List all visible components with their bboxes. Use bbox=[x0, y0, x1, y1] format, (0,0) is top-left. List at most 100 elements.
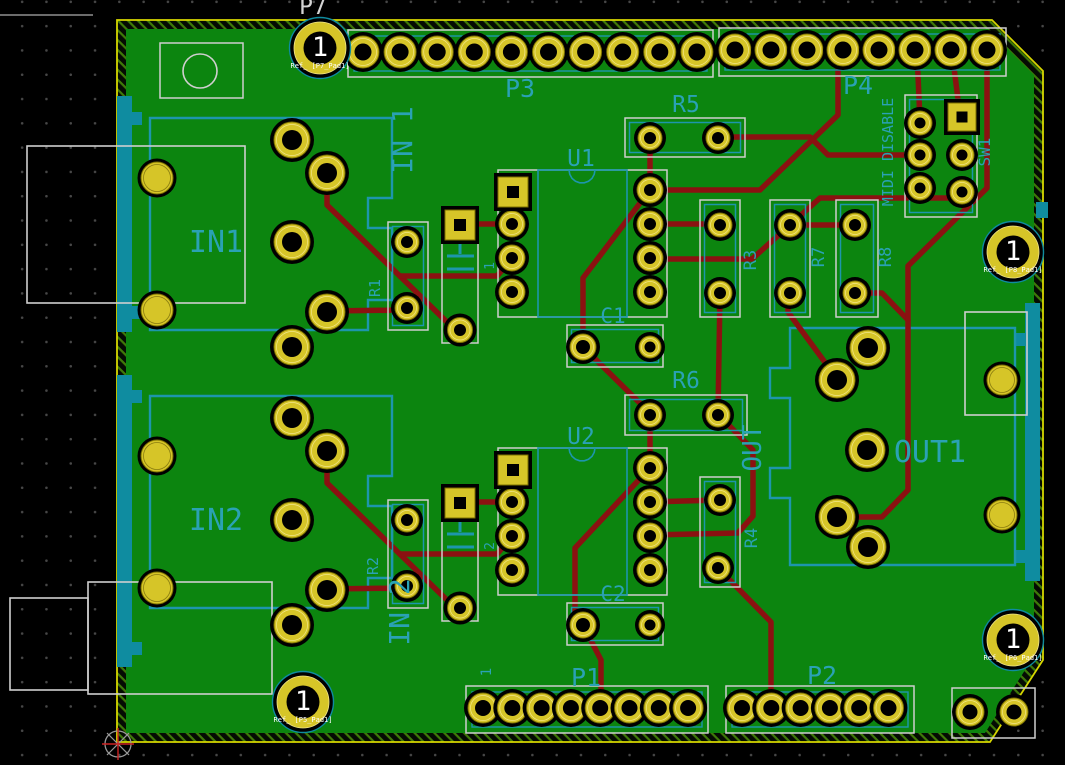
label-p3[interactable]: P3 bbox=[505, 74, 535, 103]
pad-u1-pad-3[interactable] bbox=[495, 241, 529, 275]
label-in2-vertical[interactable]: IN 2 bbox=[383, 578, 416, 645]
pad-out1-pad-3[interactable] bbox=[845, 428, 889, 472]
r3-outline[interactable] bbox=[699, 199, 741, 318]
pad-c1-pad-1[interactable] bbox=[566, 330, 600, 364]
pad-d1-pad-1[interactable] bbox=[441, 206, 479, 244]
copper-trace-11[interactable] bbox=[715, 290, 723, 417]
pad-r1-pad-1[interactable] bbox=[391, 226, 423, 258]
silkscreen-bar-10[interactable] bbox=[1036, 202, 1048, 218]
pad-out1-pad-4[interactable] bbox=[815, 495, 859, 539]
pad-in2-mount-pad-2[interactable] bbox=[137, 568, 177, 608]
silkscreen-bar-7[interactable] bbox=[132, 642, 142, 655]
u1-body[interactable] bbox=[537, 169, 628, 318]
pad-in2-pad-4[interactable] bbox=[305, 568, 349, 612]
pad-in1-pad-5[interactable] bbox=[270, 325, 314, 369]
silkscreen-bar-9[interactable] bbox=[1015, 550, 1025, 563]
pad-p4-6[interactable] bbox=[895, 30, 935, 70]
pad-c2-pad-2[interactable] bbox=[635, 610, 665, 640]
label-r3[interactable]: R3 bbox=[741, 250, 761, 270]
pad-in2-pad-1[interactable] bbox=[270, 396, 314, 440]
pad-p3-4[interactable] bbox=[454, 32, 495, 72]
pad-p1-8[interactable] bbox=[669, 689, 708, 727]
label-p1-pin1[interactable]: 1 bbox=[479, 668, 495, 676]
pad-r7-pad-1[interactable] bbox=[774, 209, 806, 241]
r1-outline[interactable] bbox=[387, 221, 429, 331]
pad-r7-pad-2[interactable] bbox=[774, 277, 806, 309]
pad-p1-5[interactable] bbox=[581, 689, 620, 727]
pad-u2-pad-5[interactable] bbox=[633, 553, 667, 587]
pad-u2-pad-3[interactable] bbox=[495, 519, 529, 553]
pad-p4-5[interactable] bbox=[859, 30, 899, 70]
pad-r3-pad-1[interactable] bbox=[704, 209, 736, 241]
label-u2[interactable]: U2 bbox=[567, 424, 595, 450]
pad-p3-6[interactable] bbox=[528, 32, 569, 72]
pad-u1-pad-5[interactable] bbox=[633, 275, 667, 309]
pad-in1-pad-1[interactable] bbox=[270, 118, 314, 162]
label-c2[interactable]: C2 bbox=[600, 582, 625, 606]
pad-sw1-pad-2[interactable] bbox=[904, 139, 936, 171]
pad-corner-pad-2[interactable] bbox=[996, 694, 1032, 730]
pad-p4-8[interactable] bbox=[967, 30, 1007, 70]
label-p7[interactable]: P7 bbox=[299, 0, 327, 20]
pad-u2-pad-2[interactable] bbox=[495, 485, 529, 519]
in2-connector-body-ext[interactable] bbox=[9, 597, 89, 691]
pad-in1-mount-pad-1[interactable] bbox=[137, 158, 177, 198]
pad-sw1-pad-4[interactable] bbox=[944, 99, 980, 135]
pad-p4-1[interactable] bbox=[715, 30, 755, 70]
pad-p2-4[interactable] bbox=[810, 689, 849, 727]
pad-u2-pad-4[interactable] bbox=[495, 553, 529, 587]
pad-p1-3[interactable] bbox=[522, 689, 561, 727]
u2-body[interactable] bbox=[537, 447, 628, 596]
r5-outline[interactable] bbox=[624, 117, 746, 158]
label-r1[interactable]: R1 bbox=[366, 279, 384, 297]
pad-r2-pad-1[interactable] bbox=[391, 504, 423, 536]
label-r4[interactable]: R4 bbox=[742, 528, 762, 548]
label-in1-vertical[interactable]: IN 1 bbox=[386, 106, 419, 173]
pad-sw1-pad-5[interactable] bbox=[946, 139, 978, 171]
pad-out1-pad-1[interactable] bbox=[846, 326, 890, 370]
pad-in1-pad-2[interactable] bbox=[305, 151, 349, 195]
label-r5[interactable]: R5 bbox=[672, 92, 700, 118]
pad-d2-pad-1[interactable] bbox=[441, 484, 479, 522]
pad-out1-mount-pad-2[interactable] bbox=[983, 496, 1021, 534]
pad-p3-7[interactable] bbox=[565, 32, 606, 72]
in1-connector-body[interactable] bbox=[26, 145, 246, 304]
pad-u2-pad-8[interactable] bbox=[633, 451, 667, 485]
pad-r4-pad-2[interactable] bbox=[702, 552, 734, 584]
pad-c1-pad-2[interactable] bbox=[635, 332, 665, 362]
pad-in1-pad-4[interactable] bbox=[305, 290, 349, 334]
label-midi-disable[interactable]: MIDI DISABLE bbox=[879, 98, 897, 206]
pad-u2-pad-6[interactable] bbox=[633, 519, 667, 553]
pad-u1-pad-4[interactable] bbox=[495, 275, 529, 309]
label-r2[interactable]: R2 bbox=[364, 557, 382, 575]
pad-corner-pad-1[interactable] bbox=[952, 694, 988, 730]
pad-r5-pad-1[interactable] bbox=[634, 122, 666, 154]
logo-box[interactable] bbox=[159, 42, 244, 99]
label-p4[interactable]: P4 bbox=[843, 71, 873, 100]
pad-r6-pad-1[interactable] bbox=[634, 399, 666, 431]
r7-outline[interactable] bbox=[769, 199, 811, 318]
pad-p3-2[interactable] bbox=[380, 32, 421, 72]
silkscreen-bar-1[interactable] bbox=[117, 96, 132, 332]
board-copper-area[interactable] bbox=[126, 29, 1034, 733]
pad-p2-6[interactable] bbox=[869, 689, 908, 727]
pad-in1-mount-pad-2[interactable] bbox=[137, 290, 177, 330]
pad-r3-pad-2[interactable] bbox=[704, 277, 736, 309]
label-u1[interactable]: U1 bbox=[567, 146, 595, 172]
pad-r8-pad-1[interactable] bbox=[839, 209, 871, 241]
pad-r2-pad-2[interactable] bbox=[391, 570, 423, 602]
label-d1[interactable]: 1 bbox=[483, 262, 498, 270]
pad-in2-mount-pad-1[interactable] bbox=[137, 436, 177, 476]
pad-p1-7[interactable] bbox=[639, 689, 678, 727]
pad-d2-pad-2[interactable] bbox=[443, 591, 477, 625]
pad-u2-pad-1[interactable] bbox=[494, 451, 532, 489]
pad-in1-pad-3[interactable] bbox=[270, 220, 314, 264]
pad-p4-2[interactable] bbox=[751, 30, 791, 70]
pad-u1-pad-2[interactable] bbox=[495, 207, 529, 241]
label-r7[interactable]: R7 bbox=[809, 247, 829, 267]
corner-pads-outline[interactable] bbox=[951, 687, 1036, 739]
silkscreen-bar-4[interactable] bbox=[132, 112, 142, 125]
